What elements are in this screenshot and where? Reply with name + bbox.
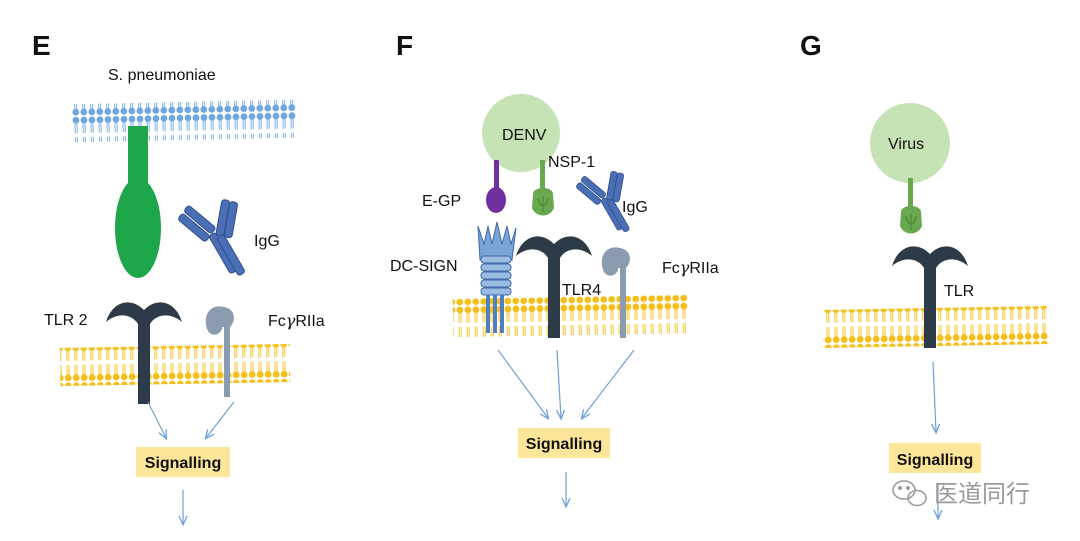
panel-letter-f: F [396, 30, 413, 61]
bacterial-ligand [115, 126, 161, 278]
tlr2-label: TLR 2 [44, 312, 88, 329]
arrow-tlr2-to-signal [147, 401, 166, 438]
egp-label: E-GP [422, 193, 461, 210]
signalling-label-f: Signalling [526, 436, 602, 453]
dcsign-receptor [477, 221, 517, 333]
panel-e: E S. pneumoniae IgG TLR 2 FcγRIIa Signal… [32, 30, 325, 524]
viral-ligand [899, 177, 923, 235]
watermark: 医道同行 [892, 480, 1030, 508]
signalling-box-e [136, 447, 230, 477]
virus-label: Virus [888, 136, 924, 153]
host-membrane-e [59, 343, 291, 387]
igg-label-f: IgG [622, 199, 648, 216]
virus-particle [870, 103, 950, 183]
igg-label-e: IgG [254, 233, 280, 250]
signalling-label-g: Signalling [897, 452, 973, 469]
wechat-logo-icon [892, 480, 927, 507]
panel-letter-g: G [800, 30, 822, 61]
dcsign-label: DC-SIGN [390, 258, 458, 275]
panel-g: G Virus TLR Signalling [800, 30, 1050, 518]
host-membrane-f [452, 294, 689, 338]
fcgr-label-e: FcγRIIa [268, 311, 325, 330]
arrow-fcgr-to-signal-e [206, 401, 235, 438]
tlr4-label: TLR4 [562, 282, 601, 299]
bacterial-membrane [71, 99, 297, 143]
arrow-tlr4-to-signal [557, 349, 561, 418]
signalling-box-g [889, 443, 981, 473]
panel-letter-e: E [32, 30, 51, 61]
arrow-tlr-to-signal [933, 361, 936, 432]
igg-antibody-e [176, 198, 246, 277]
nsp1-label: NSP-1 [548, 154, 595, 171]
denv-label: DENV [502, 127, 547, 144]
signalling-label-e: Signalling [145, 455, 221, 472]
panel-f: F DENV E-GP NSP-1 IgG [390, 30, 719, 506]
watermark-text: 医道同行 [934, 480, 1030, 508]
signalling-box-f [518, 428, 610, 458]
denv-virus [482, 94, 560, 172]
arrow-fcgr-to-signal-f [582, 349, 635, 418]
tlr-label: TLR [944, 283, 974, 300]
s-pneumoniae-label: S. pneumoniae [108, 67, 216, 84]
arrow-dcsign-to-signal [497, 349, 548, 418]
fcgr-label-f: FcγRIIa [662, 258, 719, 277]
egp-glycoprotein [486, 160, 506, 213]
